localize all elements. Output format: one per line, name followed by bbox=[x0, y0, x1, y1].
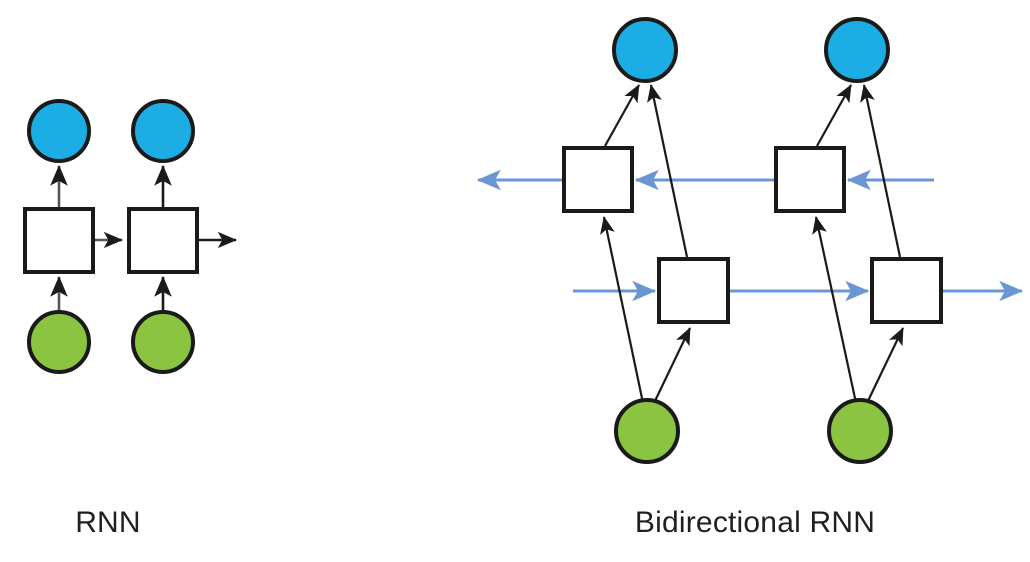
rnn-hidden-cell-1 bbox=[23, 207, 95, 274]
birnn-edge-input2-forward2 bbox=[866, 327, 904, 404]
birnn-input-node-1 bbox=[614, 398, 680, 464]
birnn-forward-cell-1 bbox=[657, 257, 730, 324]
birnn-output-node-1 bbox=[612, 17, 678, 83]
birnn-edge-input1-backward1 bbox=[600, 216, 645, 404]
birnn-backward-cell-1 bbox=[562, 146, 634, 213]
rnn-input-node-1 bbox=[27, 310, 91, 374]
birnn-edge-forward2-output2 bbox=[860, 84, 902, 258]
birnn-edge-input2-backward2 bbox=[812, 216, 858, 404]
rnn-input-node-2 bbox=[131, 310, 195, 374]
rnn-diagram bbox=[23, 99, 237, 374]
birnn-input-node-2 bbox=[827, 398, 893, 464]
birnn-output-node-2 bbox=[824, 17, 890, 83]
birnn-edge-input1-forward1 bbox=[653, 327, 691, 404]
birnn-edge-forward1-output1 bbox=[647, 84, 689, 258]
rnn-caption: RNN bbox=[75, 506, 141, 539]
bidirectional-rnn-caption: Bidirectional RNN bbox=[634, 506, 876, 539]
rnn-hidden-cell-2 bbox=[127, 207, 199, 274]
rnn-output-node-2 bbox=[131, 99, 195, 163]
birnn-edge-backward1-output1 bbox=[604, 84, 640, 147]
birnn-forward-cell-2 bbox=[870, 257, 943, 324]
rnn-output-node-1 bbox=[27, 99, 91, 163]
bidirectional-rnn-diagram bbox=[476, 17, 1024, 464]
birnn-backward-cell-2 bbox=[774, 146, 846, 213]
birnn-edge-backward2-output2 bbox=[816, 84, 852, 147]
